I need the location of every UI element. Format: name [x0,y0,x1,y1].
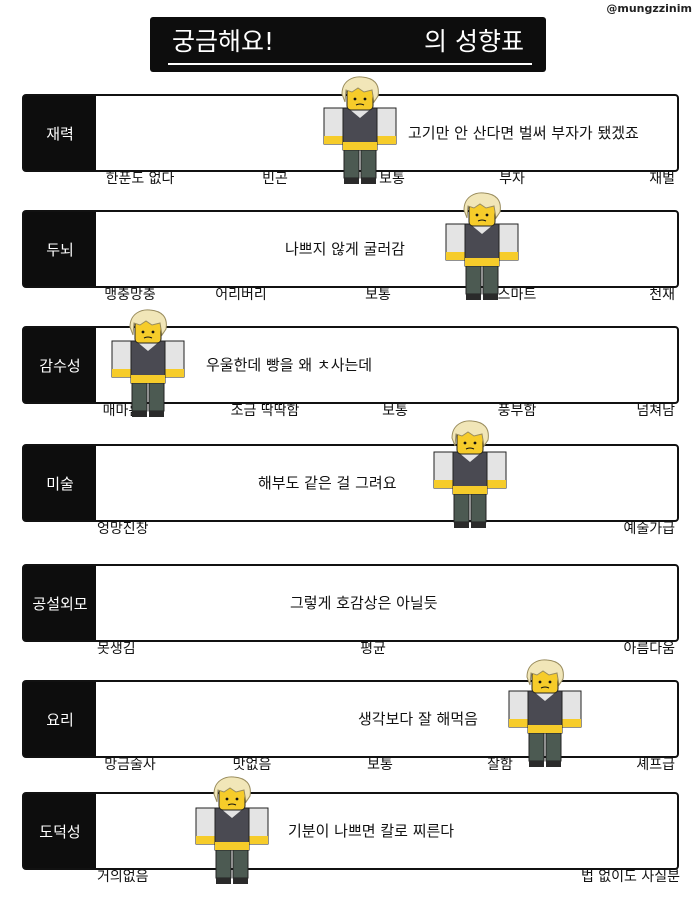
scale-label: 빈곤 [262,171,288,187]
scale-label: 재벌 [649,171,675,187]
scale-label: 평균 [360,641,386,657]
scale-label: 어리버리 [215,287,267,303]
scale-label: 보통 [382,403,408,419]
trait-label: 감수성 [24,328,96,402]
scale-label: 보통 [367,757,393,773]
trait-comment: 나쁘지 않게 굴러감 [285,240,405,258]
scale-label: 조금 딱딱함 [230,403,300,419]
title-underline [168,63,532,65]
trait-label: 공설외모 [24,566,96,640]
roblox-avatar-icon [111,309,185,418]
scale-label: 망금술사 [104,757,156,773]
scale-label: 거의없음 [97,869,149,885]
trait-label: 미술 [24,446,96,520]
scale-label: 못생김 [97,641,136,657]
trait-label: 도덕성 [24,794,96,868]
scale-label: 아름다움 [623,641,675,657]
trait-comment: 해부도 같은 걸 그려요 [258,474,397,492]
trait-comment: 고기만 안 산다면 벌써 부자가 됐겠죠 [408,124,639,142]
trait-comment: 생각보다 잘 해먹음 [358,710,478,728]
trait-label: 두뇌 [24,212,96,286]
trait-row-art: 미술 해부도 같은 걸 그려요 [22,444,679,522]
trait-row-morality: 도덕성 기분이 나쁘면 칼로 찌른다 [22,792,679,870]
roblox-avatar-icon [323,76,397,185]
roblox-avatar-icon [445,192,519,301]
title-suffix: 의 성향표 [424,27,524,56]
scale-label: 보통 [379,171,405,187]
title-bar: 궁금해요! 의 성향표 [150,17,546,72]
trait-row-looks: 공설외모 그렇게 호감상은 아닐듯 [22,564,679,642]
trait-comment: 기분이 나쁘면 칼로 찌른다 [288,822,455,840]
scale-label: 셰프급 [636,757,675,773]
roblox-avatar-icon [195,776,269,885]
trait-label: 재력 [24,96,96,170]
scale-label: 스마트 [497,287,537,303]
trait-row-brains: 두뇌 나쁘지 않게 굴러감 [22,210,679,288]
scale-label: 잘함 [487,757,513,773]
trait-comment: 그렇게 호감상은 아닐듯 [290,594,438,612]
scale-label: 법 없이도 사실분 [580,869,680,885]
roblox-avatar-icon [508,659,582,768]
roblox-avatar-icon [433,420,507,529]
scale-label: 예술가급 [623,521,675,537]
scale-label: 부자 [499,171,525,187]
scale-label: 천재 [649,287,675,303]
scale-label: 풍부함 [497,403,537,419]
scale-label: 넘쳐남 [636,403,675,419]
scale-label: 맹충망충 [104,287,156,303]
scale-label: 엉망진창 [97,521,149,537]
trait-comment: 우울한데 빵을 왜 ㅊ사는데 [206,356,373,374]
trait-label: 요리 [24,682,96,756]
title-name: 궁금해요! [172,27,275,56]
scale-label: 맛없음 [232,757,272,773]
scale-label: 한푼도 없다 [105,171,175,187]
watermark: @mungzzinim [606,2,692,15]
scale-label: 보통 [365,287,391,303]
